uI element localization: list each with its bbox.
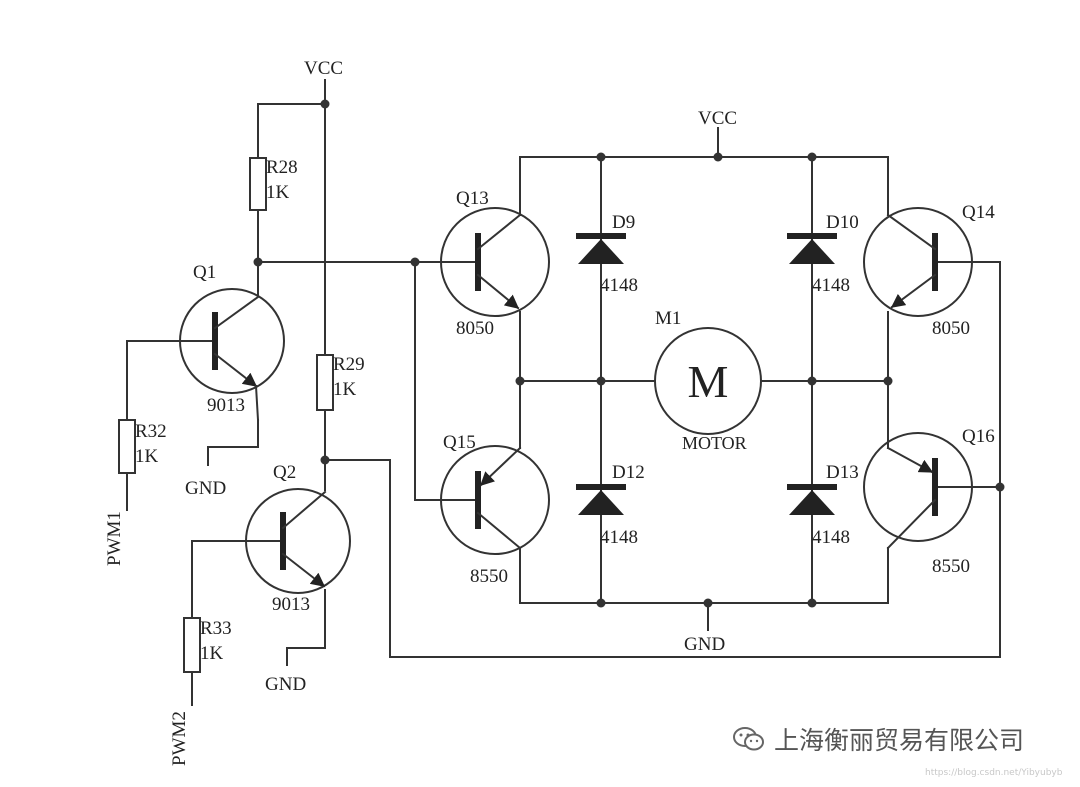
diode-d9-part: 4148 <box>600 275 638 296</box>
transistor-q15: Q15 8550 <box>440 432 550 587</box>
resistor-r28-value: 1K <box>266 182 290 203</box>
diode-d12-part: 4148 <box>600 527 638 548</box>
diode-d9-ref: D9 <box>612 212 635 233</box>
resistor-r28-ref: R28 <box>266 157 298 178</box>
power-labels: VCC VCC GND GND GND PWM1 PWM2 <box>104 58 737 766</box>
diode-d10-ref: D10 <box>826 212 859 233</box>
diode-d9: D9 4148 <box>576 212 638 296</box>
transistor-q1-ref: Q1 <box>193 262 216 283</box>
diode-d12-ref: D12 <box>612 462 645 483</box>
transistor-q2-part: 9013 <box>272 594 310 615</box>
transistor-q13: Q13 8050 <box>440 188 550 339</box>
diode-d13: D13 4148 <box>787 462 859 548</box>
vcc-right-label: VCC <box>698 108 737 129</box>
watermark-url: https://blog.csdn.net/Yibyubyb <box>925 768 1063 778</box>
resistor-r29: R29 1K <box>316 354 365 411</box>
transistor-q16-part: 8550 <box>932 556 970 577</box>
transistor-q15-part: 8550 <box>470 566 508 587</box>
gnd-bridge-label: GND <box>684 634 725 655</box>
diode-d13-ref: D13 <box>826 462 859 483</box>
transistor-q14: Q14 8050 <box>863 202 995 339</box>
diode-d12: D12 4148 <box>576 462 645 548</box>
resistor-r29-ref: R29 <box>333 354 365 375</box>
pwm2-label: PWM2 <box>169 711 190 766</box>
motor-ref: M1 <box>655 308 681 329</box>
transistor-q2: Q2 9013 <box>245 462 351 615</box>
motor-name: MOTOR <box>682 433 747 453</box>
vcc-left-label: VCC <box>304 58 343 79</box>
pwm1-label: PWM1 <box>104 511 125 566</box>
resistor-r29-value: 1K <box>333 379 357 400</box>
resistor-r33: R33 1K <box>183 617 232 673</box>
diode-d13-part: 4148 <box>812 527 850 548</box>
transistor-q2-ref: Q2 <box>273 462 296 483</box>
diode-d10-part: 4148 <box>812 275 850 296</box>
watermark: 上海衡丽贸易有限公司 <box>728 721 1029 757</box>
resistor-r33-ref: R33 <box>200 618 232 639</box>
motor-m1: M M1 MOTOR <box>654 308 762 453</box>
transistor-q1: Q1 9013 <box>179 262 285 422</box>
transistor-q16: Q16 8550 <box>863 426 995 577</box>
resistor-r32-ref: R32 <box>135 421 167 442</box>
diode-d10: D10 4148 <box>787 212 859 296</box>
gnd-q2-label: GND <box>265 674 306 695</box>
transistor-q13-ref: Q13 <box>456 188 489 209</box>
transistor-q1-part: 9013 <box>207 395 245 416</box>
resistor-r33-value: 1K <box>200 643 224 664</box>
junction-dots <box>253 99 1005 608</box>
resistor-r32-value: 1K <box>135 446 159 467</box>
wechat-icon <box>733 727 764 751</box>
watermark-text: 上海衡丽贸易有限公司 <box>774 726 1025 755</box>
motor-symbol: M <box>688 356 729 407</box>
transistor-q16-ref: Q16 <box>962 426 995 447</box>
transistor-q15-ref: Q15 <box>443 432 476 453</box>
gnd-q1-label: GND <box>185 478 226 499</box>
resistor-r28: R28 1K <box>249 157 298 211</box>
transistor-q14-ref: Q14 <box>962 202 995 223</box>
resistor-r32: R32 1K <box>118 419 167 474</box>
transistor-q13-part: 8050 <box>456 318 494 339</box>
transistor-q14-part: 8050 <box>932 318 970 339</box>
